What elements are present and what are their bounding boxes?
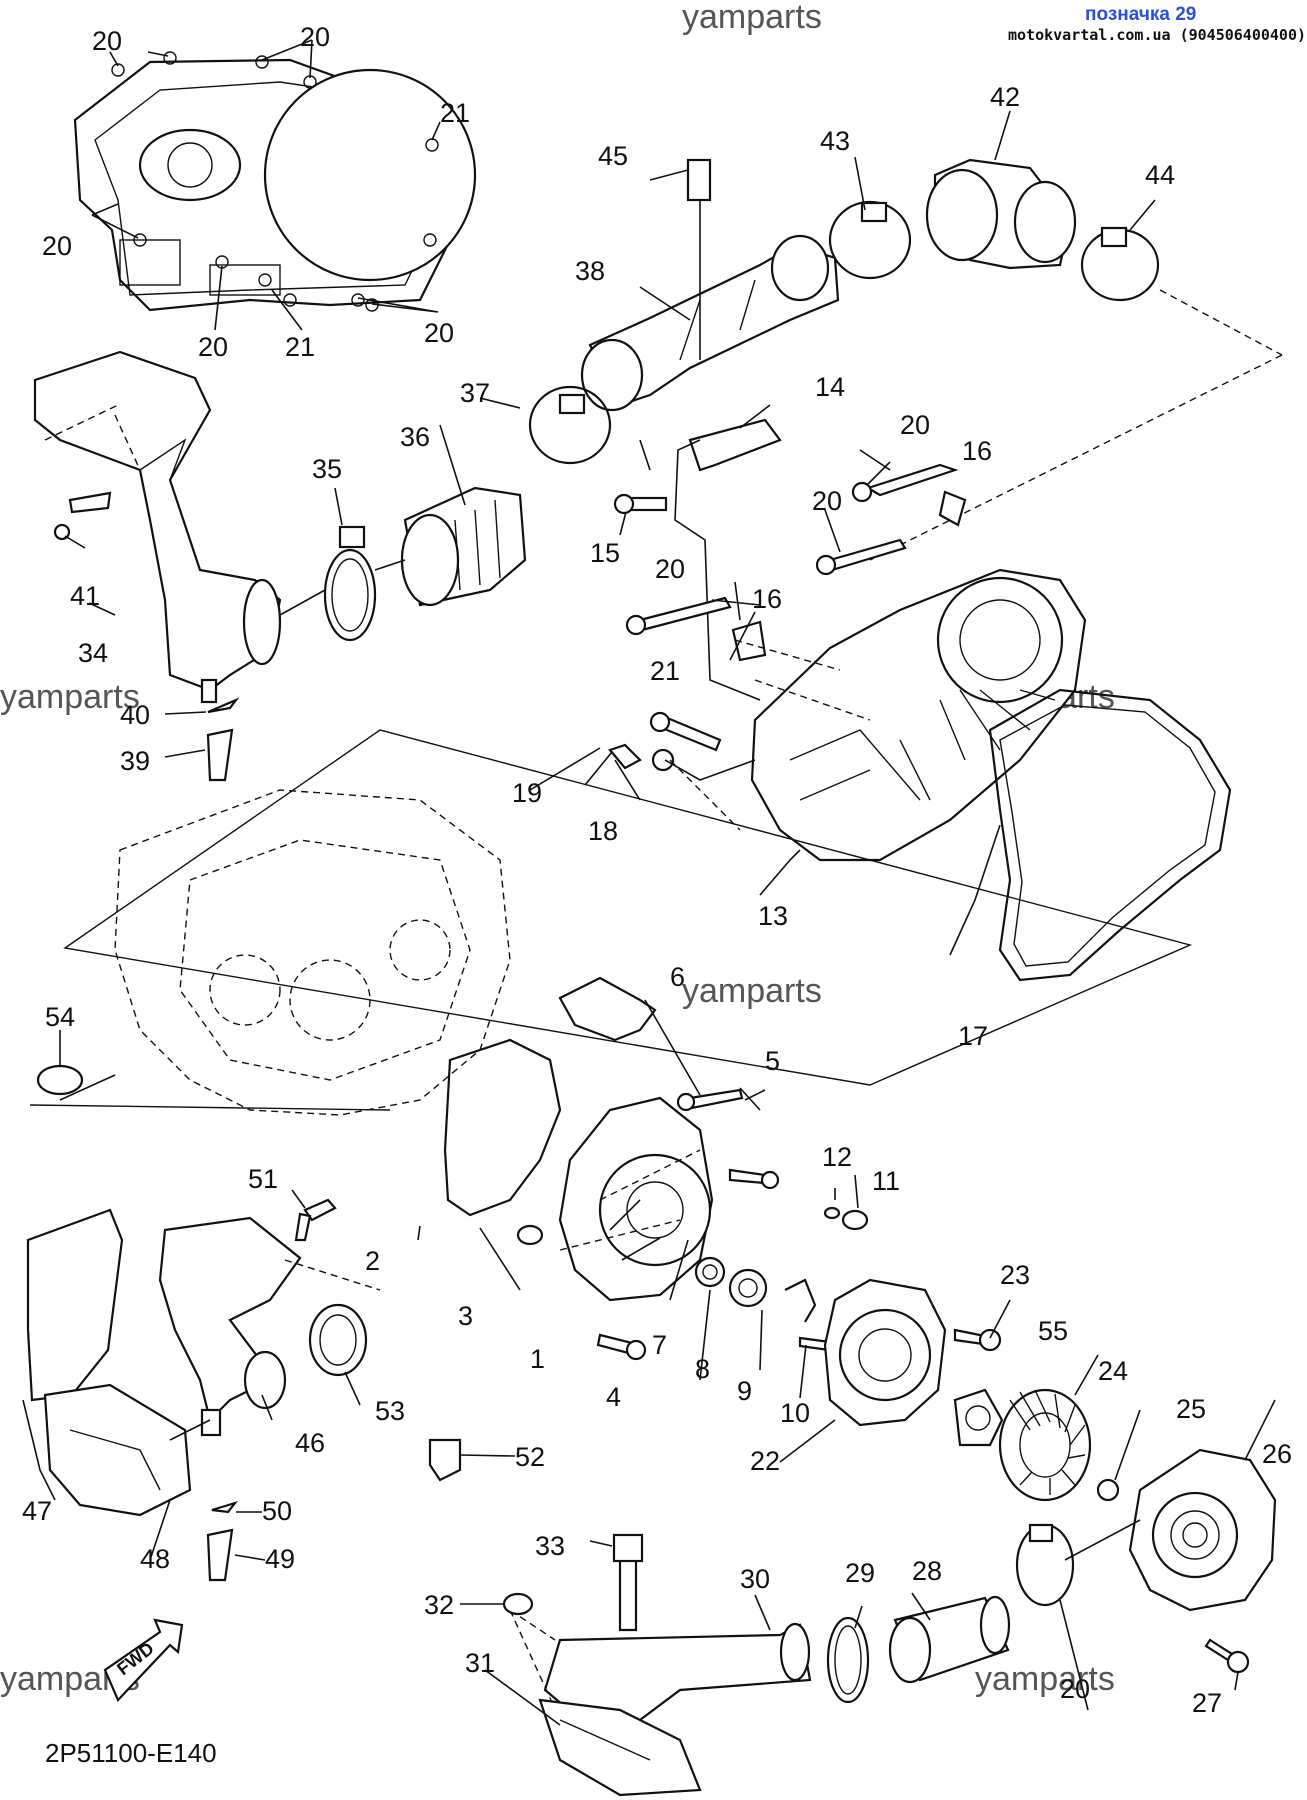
lower-duct-assembly <box>460 1533 1011 1797</box>
callout-53: 53 <box>375 1396 405 1426</box>
fan-housing-assembly <box>779 1278 1277 1711</box>
callout-24: 24 <box>1098 1356 1128 1386</box>
stator-cover-assembly <box>417 976 869 1399</box>
callout-20: 20 <box>655 554 685 584</box>
callout-4: 4 <box>606 1382 621 1412</box>
callout-54: 54 <box>45 1002 75 1032</box>
crankcase-outline <box>29 729 1193 1116</box>
callout-14: 14 <box>815 372 845 402</box>
callout-20: 20 <box>424 318 454 348</box>
callout-7: 7 <box>652 1330 667 1360</box>
callout-5: 5 <box>765 1046 780 1076</box>
callout-43: 43 <box>820 126 850 156</box>
watermark: yamparts <box>682 0 822 36</box>
callout-3: 3 <box>458 1301 473 1331</box>
callout-34: 34 <box>78 638 108 668</box>
callout-9: 9 <box>737 1376 752 1406</box>
callout-42: 42 <box>990 82 1020 112</box>
callout-28: 28 <box>912 1556 942 1586</box>
callout-2: 2 <box>365 1246 380 1276</box>
callout-31: 31 <box>465 1648 495 1678</box>
callout-33: 33 <box>535 1531 565 1561</box>
callout-16: 16 <box>962 436 992 466</box>
callout-45: 45 <box>598 141 628 171</box>
callout-27: 27 <box>1192 1688 1222 1718</box>
callout-26: 26 <box>1262 1439 1292 1469</box>
callout-44: 44 <box>1145 160 1175 190</box>
upper-duct-assembly <box>528 110 1283 701</box>
callout-13: 13 <box>758 901 788 931</box>
watermark: yamparts <box>0 678 140 716</box>
callout-20: 20 <box>92 26 122 56</box>
clutch-cover-inset <box>73 39 477 331</box>
callout-18: 18 <box>588 816 618 846</box>
callout-36: 36 <box>400 422 430 452</box>
callout-8: 8 <box>695 1354 710 1384</box>
callout-30: 30 <box>740 1564 770 1594</box>
callout-11: 11 <box>872 1166 900 1196</box>
source-site-label: motokvartal.com.ua (904506400400) <box>1008 26 1307 44</box>
callout-22: 22 <box>750 1446 780 1476</box>
callout-52: 52 <box>515 1442 545 1472</box>
callout-48: 48 <box>140 1544 170 1574</box>
diagram-code: 2P51100-E140 <box>45 1738 217 1768</box>
callout-12: 12 <box>822 1142 852 1172</box>
callout-55: 55 <box>1038 1316 1068 1346</box>
callout-41: 41 <box>70 581 100 611</box>
callout-29: 29 <box>845 1558 875 1588</box>
callout-23: 23 <box>1000 1260 1030 1290</box>
diagram-reference-title: позначка 29 <box>1085 4 1197 25</box>
callout-20: 20 <box>300 22 330 52</box>
intake-duct-assembly <box>33 350 527 782</box>
callout-20: 20 <box>900 410 930 440</box>
callout-51: 51 <box>248 1164 278 1194</box>
callout-20: 20 <box>1060 1674 1090 1704</box>
fwd-arrow-icon: FWD <box>103 1618 184 1702</box>
callout-15: 15 <box>590 538 620 568</box>
callout-21: 21 <box>285 332 315 362</box>
callout-20: 20 <box>198 332 228 362</box>
callout-20: 20 <box>812 486 842 516</box>
callout-35: 35 <box>312 454 342 484</box>
callout-37: 37 <box>460 378 490 408</box>
callout-32: 32 <box>424 1590 454 1620</box>
callout-39: 39 <box>120 746 150 776</box>
callout-19: 19 <box>512 778 542 808</box>
watermark: yamparts <box>682 972 822 1010</box>
callout-10: 10 <box>780 1398 810 1428</box>
callout-16: 16 <box>752 584 782 614</box>
callout-38: 38 <box>575 256 605 286</box>
callout-50: 50 <box>262 1496 292 1526</box>
callout-21: 21 <box>650 656 680 686</box>
callout-20: 20 <box>42 231 72 261</box>
watermark: yamparts <box>975 1660 1115 1698</box>
clutch-cover-assembly <box>529 449 1232 982</box>
lower-left-duct-assembly <box>22 1189 516 1582</box>
callout-21: 21 <box>440 98 470 128</box>
callout-25: 25 <box>1176 1394 1206 1424</box>
callout-47: 47 <box>22 1496 52 1526</box>
callout-46: 46 <box>295 1428 325 1458</box>
callout-6: 6 <box>670 962 685 992</box>
callout-49: 49 <box>265 1544 295 1574</box>
callout-1: 1 <box>530 1344 545 1374</box>
callout-40: 40 <box>120 700 150 730</box>
